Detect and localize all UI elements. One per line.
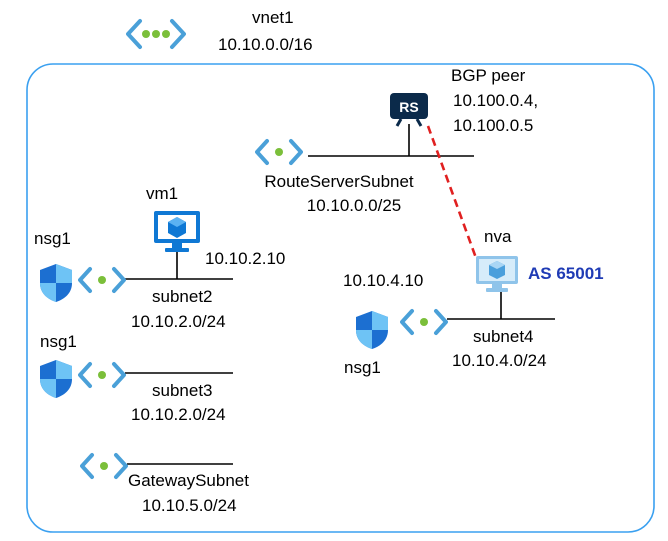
nsg-shield-icon	[356, 311, 388, 349]
gateway-subnet-icon	[80, 453, 128, 479]
bgp-peer-ip-1: 10.100.0.4,	[453, 91, 539, 110]
route-server-icon	[390, 93, 428, 127]
vm1-name: vm1	[146, 184, 179, 203]
subnet2-name: subnet2	[152, 287, 213, 306]
bgp-peer-ip-2: 10.100.0.5	[453, 116, 534, 135]
gateway-subnet-name: GatewaySubnet	[128, 471, 249, 490]
vnet-boundary	[26, 63, 655, 533]
nva-asn: AS 65001	[528, 264, 604, 283]
vm-icon	[154, 211, 200, 252]
subnet3-nsg-label: nsg1	[40, 332, 77, 351]
subnet4-cidr: 10.10.4.0/24	[452, 351, 547, 370]
routeserver-subnet-name: RouteServerSubnet	[264, 172, 414, 191]
nsg-shield-icon	[40, 264, 72, 302]
subnet4-name: subnet4	[473, 327, 534, 346]
route-server-badge: RS	[399, 99, 419, 115]
bgp-peering-link	[426, 125, 478, 259]
nsg-shield-icon	[40, 360, 72, 398]
vm1-ip: 10.10.2.10	[205, 249, 286, 268]
vnet-name: vnet1	[252, 8, 294, 27]
subnet3-icon	[78, 362, 126, 388]
nva-vm-icon	[476, 256, 518, 292]
subnet2-cidr: 10.10.2.0/24	[131, 312, 226, 331]
routeserver-subnet-cidr: 10.10.0.0/25	[306, 196, 402, 215]
vnet-cidr: 10.10.0.0/16	[218, 35, 313, 54]
subnet4-icon	[400, 309, 448, 335]
subnet3-cidr: 10.10.2.0/24	[131, 405, 226, 424]
subnet4-nsg-label: nsg1	[344, 358, 381, 377]
bgp-peer-title: BGP peer	[451, 66, 526, 85]
routeserver-subnet-icon	[255, 139, 303, 165]
vnet-icon	[126, 19, 186, 49]
subnet3-name: subnet3	[152, 381, 213, 400]
subnet2-nsg-label: nsg1	[34, 229, 71, 248]
nva-ip: 10.10.4.10	[343, 271, 424, 290]
gateway-subnet-cidr: 10.10.5.0/24	[142, 496, 237, 515]
nva-name: nva	[484, 227, 512, 246]
subnet2-icon	[78, 267, 126, 293]
